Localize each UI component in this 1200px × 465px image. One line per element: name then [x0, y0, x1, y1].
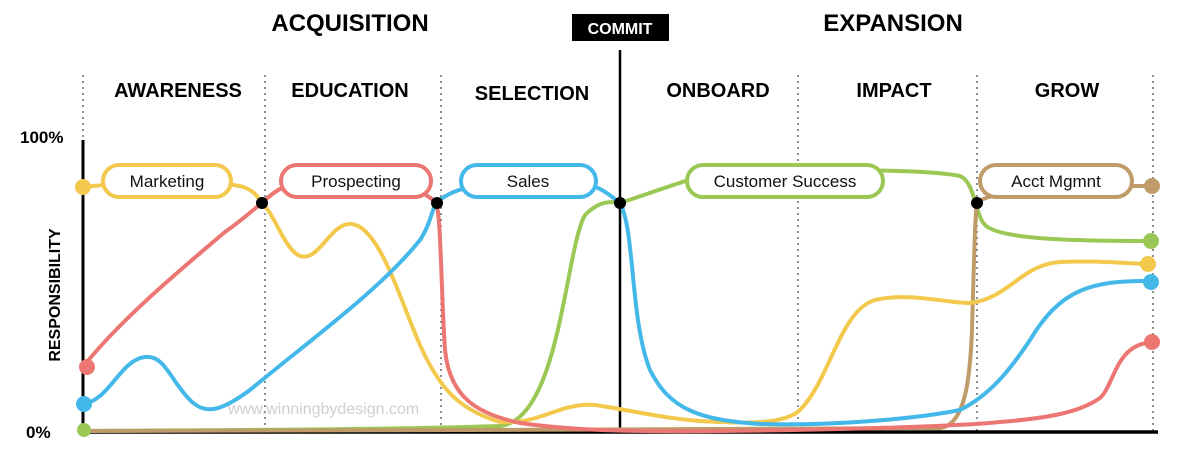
stage-education: EDUCATION [291, 80, 408, 102]
stage-awareness: AWARENESS [114, 80, 242, 102]
pill-prospecting: Prospecting [279, 163, 433, 199]
sales-curve [81, 177, 1154, 427]
marketing-end-dot [1140, 256, 1156, 272]
pill-sales-label: Sales [507, 172, 550, 191]
pill-acct-mgmt: Acct Mgmnt [978, 163, 1134, 199]
marketing-curve [81, 180, 1154, 425]
pill-acct-mgmt-label: Acct Mgmnt [1011, 172, 1101, 191]
phase-acquisition: ACQUISITION [271, 10, 428, 37]
y-axis-label: RESPONSIBILITY [47, 228, 64, 362]
sales-end-dot [1143, 274, 1159, 290]
pill-sales: Sales [459, 163, 598, 199]
watermark: www.winningbydesign.com [227, 401, 419, 418]
customer-success-start-dot [77, 423, 91, 437]
sales-start-dot [76, 396, 92, 412]
axis-bottom-label: 0% [26, 423, 51, 442]
phase-commit: COMMIT [588, 21, 653, 38]
handoff-prospecting-sales [431, 197, 443, 209]
axis-top-label: 100% [20, 128, 63, 147]
prospecting-curve [81, 178, 1154, 434]
pill-marketing: Marketing [101, 163, 233, 199]
phase-expansion: EXPANSION [823, 10, 963, 37]
handoff-customer-success-acct-mgmt [971, 197, 983, 209]
stage-grow: GROW [1035, 80, 1100, 102]
acct-mgmt-end-dot [1144, 178, 1160, 194]
pill-customer-success: Customer Success [685, 163, 885, 199]
pill-marketing-label: Marketing [130, 172, 205, 191]
handoff-marketing-prospecting [256, 197, 268, 209]
stage-onboard: ONBOARD [666, 80, 769, 102]
prospecting-end-dot [1144, 334, 1160, 350]
pill-customer-success-label: Customer Success [714, 172, 857, 191]
marketing-start-dot [75, 179, 91, 195]
handoff-sales-customer-success [614, 197, 626, 209]
commit-badge [572, 14, 669, 41]
pill-prospecting-label: Prospecting [311, 172, 401, 191]
stage-impact: IMPACT [856, 80, 931, 102]
prospecting-start-dot [79, 359, 95, 375]
customer-success-curve [81, 168, 1154, 433]
customer-success-end-dot [1143, 233, 1159, 249]
stage-selection: SELECTION [475, 83, 589, 105]
